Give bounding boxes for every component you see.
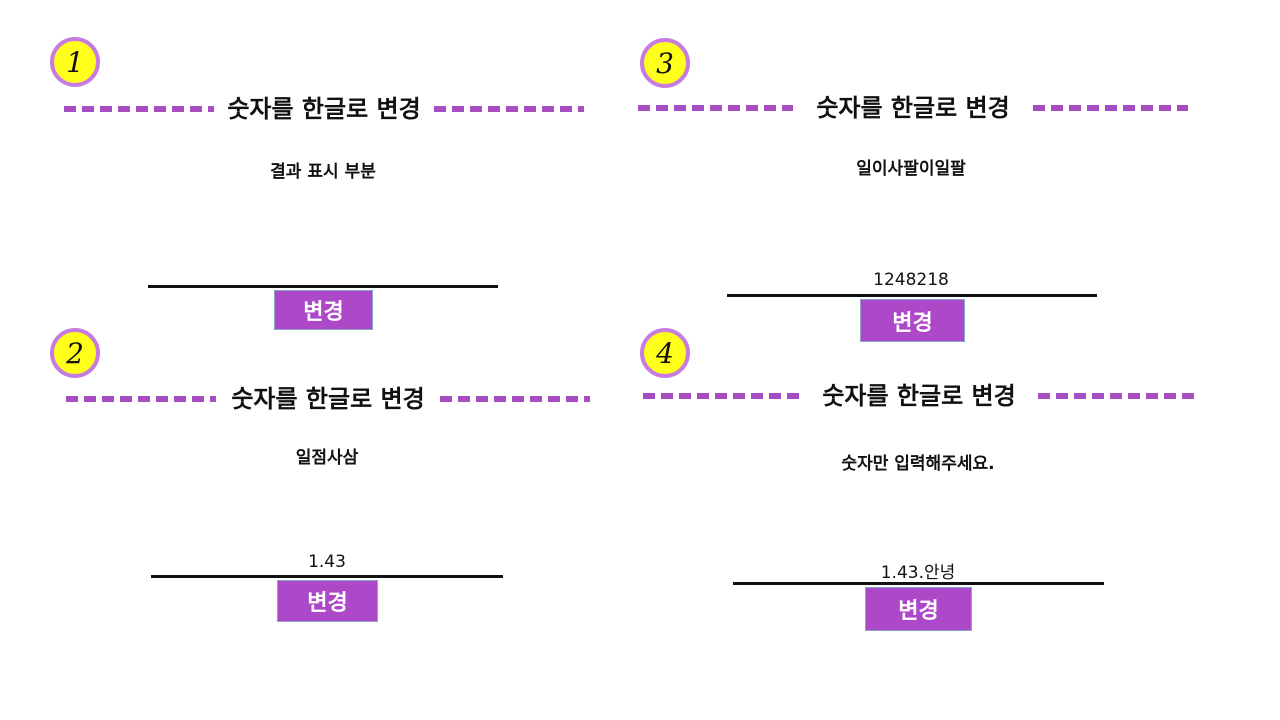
step-number: 2 [66,336,84,370]
panel-title: 숫자를 한글로 변경 [814,93,1012,123]
title-row: 숫자를 한글로 변경 [66,384,590,414]
title-row: 숫자를 한글로 변경 [64,94,584,124]
step-badge-2: 2 [50,328,100,378]
convert-button[interactable]: 변경 [274,290,373,330]
result-text: 일이사팔이일팔 [856,159,966,179]
number-input[interactable] [153,262,493,284]
dashed-divider-right [434,106,584,112]
step-badge-4: 4 [640,328,690,378]
number-input[interactable]: 1248218 [873,270,949,290]
number-input[interactable]: 1.43 [308,552,346,572]
panel-title: 숫자를 한글로 변경 [225,94,423,124]
result-text: 결과 표시 부분 [270,162,376,182]
dashed-divider-left [643,393,800,399]
convert-button[interactable]: 변경 [865,587,972,631]
panel-title: 숫자를 한글로 변경 [229,384,427,414]
input-underline [733,582,1104,585]
step-badge-1: 1 [50,37,100,87]
title-row: 숫자를 한글로 변경 [643,381,1195,411]
input-underline [148,285,498,288]
dashed-divider-right [1033,105,1188,111]
result-text: 일점사삼 [295,448,359,468]
step-number: 3 [656,46,674,80]
convert-button[interactable]: 변경 [860,299,965,342]
dashed-divider-left [66,396,216,402]
convert-button[interactable]: 변경 [277,580,378,622]
step-badge-3: 3 [640,38,690,88]
number-input[interactable]: 1.43.안녕 [880,563,956,583]
result-text: 숫자만 입력해주세요. [841,454,995,474]
title-row: 숫자를 한글로 변경 [638,93,1188,123]
dashed-divider-right [1038,393,1195,399]
input-underline [151,575,503,578]
input-underline [727,294,1097,297]
step-number: 1 [66,45,84,79]
step-number: 4 [656,336,674,370]
dashed-divider-left [64,106,214,112]
dashed-divider-right [440,396,590,402]
panel-title: 숫자를 한글로 변경 [820,381,1018,411]
dashed-divider-left [638,105,793,111]
